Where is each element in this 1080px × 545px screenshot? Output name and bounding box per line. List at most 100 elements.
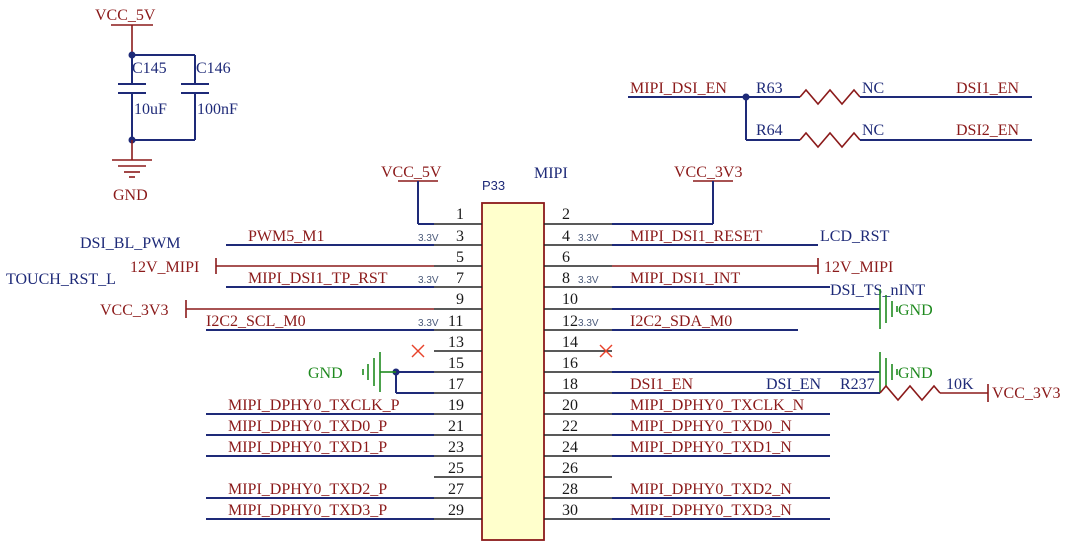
svg-text:9: 9	[456, 291, 464, 308]
gnd-label-pin10: GND	[898, 302, 933, 319]
svg-text:13: 13	[448, 334, 464, 351]
svg-text:3.3V: 3.3V	[578, 275, 599, 286]
no-connect-marks	[411, 344, 613, 358]
r64-value: NC	[862, 122, 884, 139]
left-pin-numbers: 1 3 5 7 9 11 13 15 17 19 21 23 25 27 29	[448, 206, 464, 519]
gnd-label-pin16: GND	[898, 365, 933, 382]
alias-lcd-rst: LCD_RST	[820, 228, 890, 245]
connector-name: MIPI	[534, 165, 568, 182]
net-txd0-p: MIPI_DPHY0_TXD0_P	[228, 418, 387, 435]
svg-text:3.3V: 3.3V	[578, 233, 599, 244]
c146-refdes: C146	[196, 60, 231, 77]
svg-text:22: 22	[562, 418, 578, 435]
net-txd0-n: MIPI_DPHY0_TXD0_N	[630, 418, 792, 435]
gnd-label-caps: GND	[113, 187, 148, 204]
connector-body	[481, 202, 545, 541]
svg-text:26: 26	[562, 460, 578, 477]
net-int: MIPI_DSI1_INT	[630, 270, 740, 287]
c145-refdes: C145	[132, 60, 167, 77]
net-txclk-n: MIPI_DPHY0_TXCLK_N	[630, 397, 805, 414]
decoupling-caps	[111, 24, 209, 178]
net-txd2-p: MIPI_DPHY0_TXD2_P	[228, 481, 387, 498]
r237-refdes: R237	[840, 376, 875, 393]
left-net-wires	[185, 244, 434, 520]
dsi1-en-out-label: DSI1_EN	[956, 80, 1020, 97]
svg-text:3: 3	[456, 228, 464, 245]
net-reset: MIPI_DSI1_RESET	[630, 228, 763, 245]
r63-refdes: R63	[756, 80, 783, 97]
svg-text:14: 14	[562, 334, 578, 351]
svg-text:2: 2	[562, 206, 570, 223]
connector-refdes: P33	[482, 178, 505, 193]
connector-pin-stubs	[434, 223, 612, 520]
mipi-dsi-en-label: MIPI_DSI_EN	[630, 80, 727, 97]
vcc3v3-left: VCC_3V3	[100, 302, 168, 319]
svg-text:6: 6	[562, 249, 570, 266]
svg-text:8: 8	[562, 270, 570, 287]
voltage-tags: 3.3V 3.3V 3.3V 3.3V 3.3V 3.3V	[418, 233, 599, 329]
alias-dsi-bl-pwm: DSI_BL_PWM	[80, 235, 180, 252]
r237-value: 10K	[946, 376, 974, 393]
enable-resistors	[628, 88, 1032, 149]
svg-text:5: 5	[456, 249, 464, 266]
v12-mipi-left: 12V_MIPI	[130, 259, 199, 276]
svg-text:30: 30	[562, 502, 578, 519]
svg-text:23: 23	[448, 439, 464, 456]
svg-text:16: 16	[562, 355, 578, 372]
svg-text:12: 12	[562, 313, 578, 330]
svg-text:4: 4	[562, 228, 570, 245]
svg-text:17: 17	[448, 376, 464, 393]
svg-text:11: 11	[448, 313, 463, 330]
vcc5v-label-caps: VCC_5V	[95, 7, 156, 24]
svg-text:19: 19	[448, 397, 464, 414]
right-pin-numbers: 2 4 6 8 10 12 14 16 18 20 22 24 26 28 30	[562, 206, 578, 519]
vcc3v3-label-pin2: VCC_3V3	[674, 164, 742, 181]
svg-text:3.3V: 3.3V	[578, 318, 599, 329]
alias-touch-rst: TOUCH_RST_L	[6, 271, 116, 288]
svg-text:21: 21	[448, 418, 464, 435]
svg-text:20: 20	[562, 397, 578, 414]
gnd-label-left: GND	[308, 365, 343, 382]
gnd-pins-15-17	[362, 352, 434, 394]
c146-value: 100nF	[197, 101, 238, 118]
svg-text:3.3V: 3.3V	[418, 318, 439, 329]
alias-dsi-en: DSI_EN	[766, 376, 822, 393]
svg-text:24: 24	[562, 439, 578, 456]
alias-dsi-ts-nint: DSI_TS_nINT	[830, 282, 925, 299]
net-txd1-p: MIPI_DPHY0_TXD1_P	[228, 439, 387, 456]
svg-text:29: 29	[448, 502, 464, 519]
net-txd1-n: MIPI_DPHY0_TXD1_N	[630, 439, 792, 456]
vcc3v3-r237: VCC_3V3	[992, 385, 1060, 402]
svg-text:7: 7	[456, 270, 464, 287]
net-txd3-n: MIPI_DPHY0_TXD3_N	[630, 502, 792, 519]
svg-text:25: 25	[448, 460, 464, 477]
vcc5v-label-pin1: VCC_5V	[381, 164, 442, 181]
net-txclk-p: MIPI_DPHY0_TXCLK_P	[228, 397, 400, 414]
net-i2c-sda: I2C2_SDA_M0	[630, 313, 732, 330]
right-net-wires	[612, 244, 880, 520]
net-tp-rst: MIPI_DSI1_TP_RST	[248, 270, 388, 287]
v12-mipi-right: 12V_MIPI	[824, 259, 893, 276]
net-i2c-scl: I2C2_SCL_M0	[206, 313, 306, 330]
svg-text:3.3V: 3.3V	[418, 275, 439, 286]
svg-text:27: 27	[448, 481, 464, 498]
c145-value: 10uF	[134, 101, 167, 118]
net-dsi1-en: DSI1_EN	[630, 376, 694, 393]
svg-text:18: 18	[562, 376, 578, 393]
net-txd3-p: MIPI_DPHY0_TXD3_P	[228, 502, 387, 519]
svg-text:28: 28	[562, 481, 578, 498]
svg-text:15: 15	[448, 355, 464, 372]
dsi2-en-out-label: DSI2_EN	[956, 122, 1020, 139]
svg-text:1: 1	[456, 206, 464, 223]
pin1-pin2-power	[398, 180, 733, 225]
gnd-pin-10	[879, 289, 898, 329]
net-txd2-n: MIPI_DPHY0_TXD2_N	[630, 481, 792, 498]
svg-text:10: 10	[562, 291, 578, 308]
r237-pullup	[879, 384, 989, 402]
gnd-pin-16	[879, 352, 898, 392]
r64-refdes: R64	[756, 122, 783, 139]
net-pwm5-m1: PWM5_M1	[248, 228, 324, 245]
svg-text:3.3V: 3.3V	[418, 233, 439, 244]
r63-value: NC	[862, 80, 884, 97]
